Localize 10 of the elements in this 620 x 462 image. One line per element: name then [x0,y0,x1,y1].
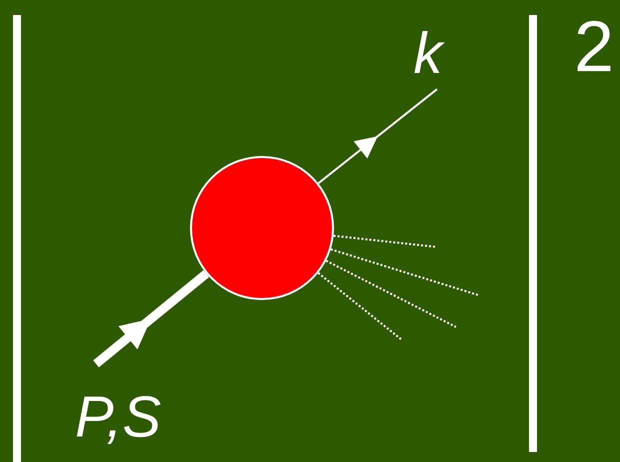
particle-line [93,270,210,368]
dotted-line [333,234,438,248]
momentum-label: k [414,30,445,73]
exponent: 2 [578,20,610,72]
blob-circle [190,156,334,300]
dotted-line [318,272,403,341]
dotted-line [330,248,478,296]
dotted-line [326,260,456,328]
momentum-label: P,S [76,396,160,444]
particle-line [318,88,438,184]
